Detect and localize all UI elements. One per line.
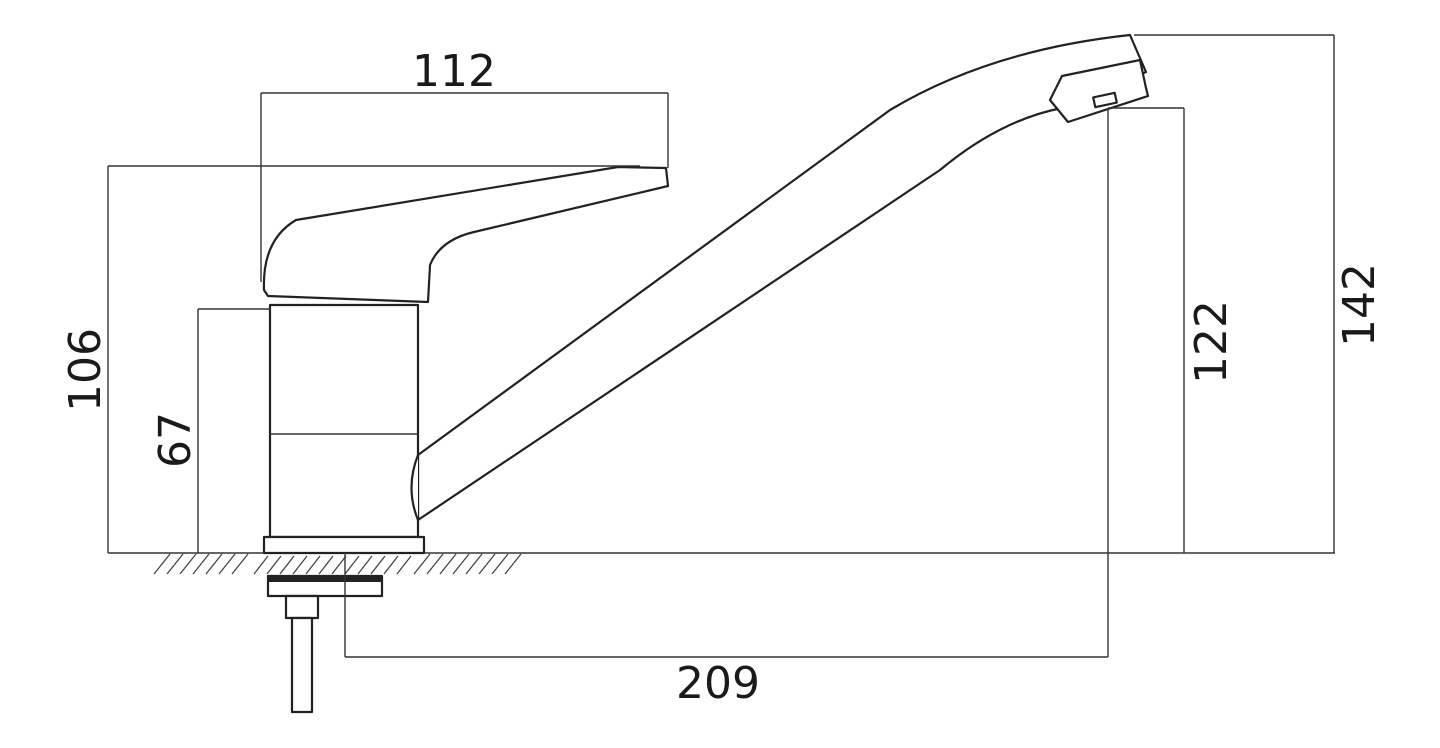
hatch-stroke: [266, 555, 282, 575]
dim-142-label: 142: [1334, 263, 1385, 347]
hatch-stroke: [166, 553, 184, 575]
aerator-slot: [1092, 91, 1118, 109]
countertop-hatching: [153, 553, 522, 575]
dim-106-label: 106: [60, 328, 111, 412]
hatch-stroke: [292, 555, 308, 575]
supply-hose: [290, 616, 314, 714]
hatch-stroke: [218, 553, 236, 575]
dim-112: 112: [260, 46, 669, 282]
hatch-stroke: [504, 553, 522, 575]
dim-122: 122: [1108, 107, 1237, 553]
spout-collar: [410, 454, 420, 521]
hatch-stroke: [452, 553, 470, 575]
spout: [416, 33, 1148, 522]
threaded-stud-nut: [284, 594, 320, 620]
hatch-stroke: [279, 555, 295, 575]
hatch-stroke: [318, 555, 334, 575]
lever-handle: [262, 165, 670, 304]
hatch-stroke: [231, 553, 249, 575]
hatch-stroke: [370, 555, 386, 575]
aerator: [1048, 58, 1150, 124]
dim-67-label: 67: [150, 412, 201, 468]
hatch-stroke: [413, 553, 431, 575]
hatch-stroke: [153, 553, 171, 575]
hatch-stroke: [344, 555, 360, 575]
hatch-stroke: [426, 553, 444, 575]
dim-209: 209: [344, 108, 1109, 709]
dim-106: 106: [60, 165, 640, 553]
hatch-stroke: [205, 553, 223, 575]
mixer-body: [268, 303, 420, 539]
hatch-stroke: [179, 553, 197, 575]
hatch-stroke: [383, 555, 399, 575]
dim-122-label: 122: [1186, 300, 1237, 384]
hatch-stroke: [331, 555, 347, 575]
dim-67: 67: [150, 308, 270, 553]
dim-209-label: 209: [676, 658, 760, 709]
fixing-nut-band: [268, 576, 382, 582]
dim-142: 142: [1134, 34, 1385, 553]
base-flange: [262, 535, 426, 555]
hatch-stroke: [478, 553, 496, 575]
hatch-stroke: [305, 555, 321, 575]
hatch-stroke: [396, 555, 412, 575]
hatch-stroke: [465, 553, 483, 575]
dim-112-label: 112: [412, 46, 496, 97]
hatch-stroke: [192, 553, 210, 575]
hatch-stroke: [491, 553, 509, 575]
hatch-stroke: [253, 555, 269, 575]
hatch-stroke: [439, 553, 457, 575]
hatch-stroke: [357, 555, 373, 575]
